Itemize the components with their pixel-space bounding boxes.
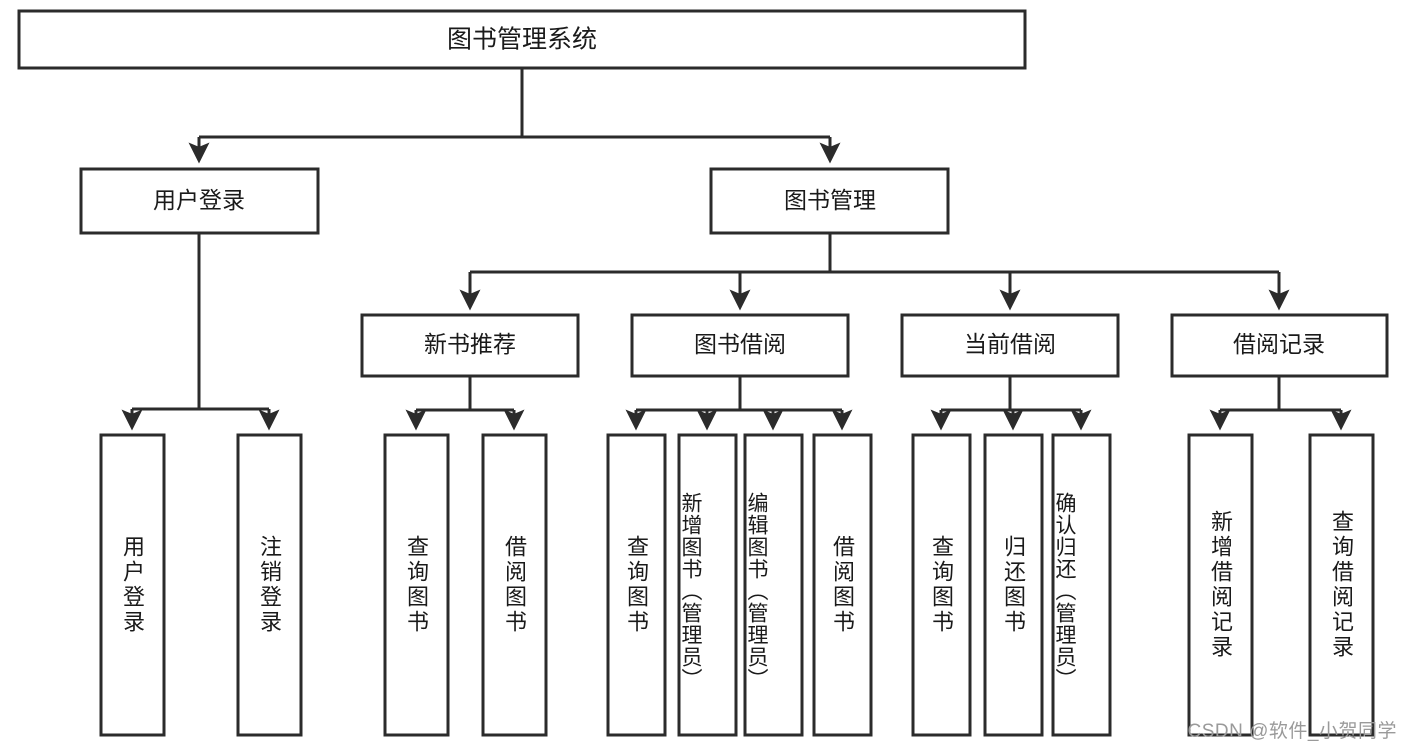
node-borrow-record[interactable]: 借阅记录 bbox=[1170, 313, 1389, 378]
node-book-manage-label: 图书管理 bbox=[784, 187, 876, 213]
leaf-borrow-book-1[interactable] bbox=[481, 433, 548, 737]
connector-bookborrow-to-leaves bbox=[625, 376, 853, 431]
watermark-text: CSDN @软件_小贺同学 bbox=[1187, 721, 1397, 742]
leaf-return-book[interactable] bbox=[983, 433, 1044, 737]
connector-currentborrow-to-leaves bbox=[930, 376, 1092, 431]
leaf-query-book-1[interactable] bbox=[383, 433, 450, 737]
node-new-book-recommend[interactable]: 新书推荐 bbox=[360, 313, 580, 378]
node-root[interactable]: 图书管理系统 bbox=[17, 9, 1027, 70]
node-book-borrow[interactable]: 图书借阅 bbox=[630, 313, 850, 378]
node-user-login-label: 用户登录 bbox=[153, 187, 245, 213]
node-book-borrow-label: 图书借阅 bbox=[694, 331, 786, 357]
node-root-label: 图书管理系统 bbox=[447, 26, 597, 54]
leaf-edit-book[interactable] bbox=[743, 433, 804, 737]
node-book-manage[interactable]: 图书管理 bbox=[709, 167, 950, 235]
leaf-query-book-3[interactable] bbox=[911, 433, 972, 737]
node-borrow-record-label: 借阅记录 bbox=[1233, 331, 1325, 357]
connector-bookmanage-to-level3 bbox=[459, 233, 1290, 311]
leaf-confirm-return[interactable] bbox=[1051, 433, 1112, 737]
leaf-borrow-book-2[interactable] bbox=[812, 433, 873, 737]
connector-newbook-to-leaves bbox=[405, 376, 525, 431]
connector-root-to-level2 bbox=[188, 68, 841, 164]
leaf-add-book[interactable] bbox=[677, 433, 738, 737]
node-current-borrow[interactable]: 当前借阅 bbox=[900, 313, 1120, 378]
leaf-logout-login[interactable] bbox=[236, 433, 303, 737]
connector-userlogin-to-leaves bbox=[121, 233, 280, 431]
connector-borrowrecord-to-leaves bbox=[1209, 376, 1352, 431]
leaf-query-record[interactable] bbox=[1308, 433, 1375, 737]
leaf-add-record[interactable] bbox=[1187, 433, 1254, 737]
node-new-book-recommend-label: 新书推荐 bbox=[424, 331, 516, 357]
leaf-user-login[interactable] bbox=[99, 433, 166, 737]
node-current-borrow-label: 当前借阅 bbox=[964, 331, 1056, 357]
node-user-login[interactable]: 用户登录 bbox=[79, 167, 320, 235]
leaf-node-boxes bbox=[99, 433, 1375, 737]
leaf-query-book-2[interactable] bbox=[606, 433, 667, 737]
